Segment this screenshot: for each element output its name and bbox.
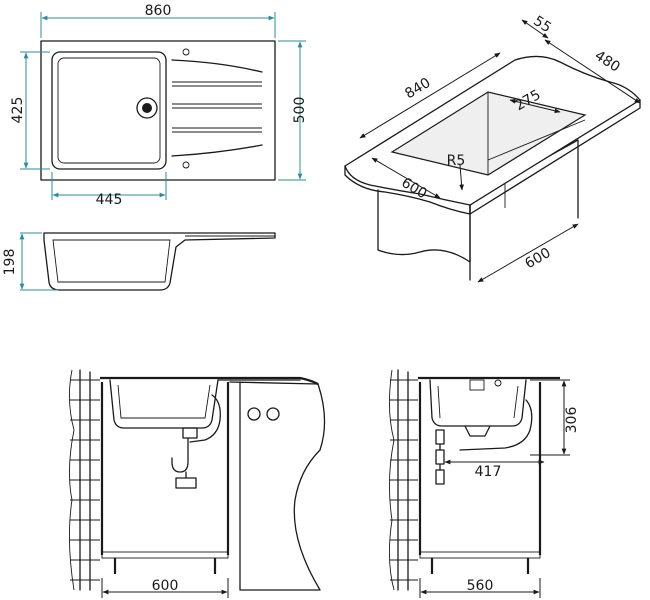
dim-cabinet-width: 600 [152, 578, 179, 594]
sink-outline [40, 40, 276, 181]
dim-width: 860 [145, 3, 172, 19]
bowl-inner [57, 57, 161, 164]
brick-wall [70, 379, 100, 581]
drain-icon [142, 103, 152, 113]
trap [171, 437, 189, 473]
overflow-pipe-side [459, 399, 533, 451]
dim-cabinet-depth: 560 [467, 578, 494, 594]
drainer-groove-4 [172, 127, 262, 133]
worktop-front [100, 376, 319, 385]
dim-iso-cabinet: 600 [522, 245, 553, 272]
dim-iso-rim: 55 [530, 13, 554, 36]
top-view: 860 500 425 445 [10, 3, 308, 208]
side-section: 306 417 560 [388, 369, 580, 598]
dim-bowl-width: 445 [96, 192, 123, 208]
isometric-view: 840 55 480 275 R5 600 600 [344, 13, 641, 283]
dim-offset: 417 [475, 464, 502, 480]
drainer-groove-1 [171, 59, 263, 73]
tap-hole-icon [182, 48, 190, 56]
bowl-profile-inner [52, 239, 171, 283]
drainer-groove-3 [172, 103, 262, 109]
front-section: 600 [68, 369, 326, 598]
dim-iso-length: 840 [402, 75, 433, 102]
dim-iso-depth: 480 [592, 48, 623, 76]
bowl-outline [51, 51, 167, 170]
dim-depth: 198 [2, 249, 18, 276]
cabinet-left [377, 189, 471, 263]
overflow-pipe [189, 394, 221, 443]
sink-bowl-front [109, 379, 219, 429]
sink-profile [43, 232, 276, 291]
drainer-groove-5 [171, 144, 263, 157]
side-profile: 198 [2, 232, 276, 291]
adjacent-cabinet [229, 381, 326, 591]
dim-total-height: 500 [292, 97, 308, 124]
drainer-groove-2 [172, 81, 262, 87]
sink-bowl-side [429, 379, 527, 427]
dim-iso-radius: R5 [447, 153, 466, 169]
dim-bowl-height: 425 [10, 97, 26, 124]
dim-section-height: 306 [564, 407, 580, 434]
overflow-hole-icon [182, 161, 190, 169]
brick-wall-side [390, 379, 418, 581]
